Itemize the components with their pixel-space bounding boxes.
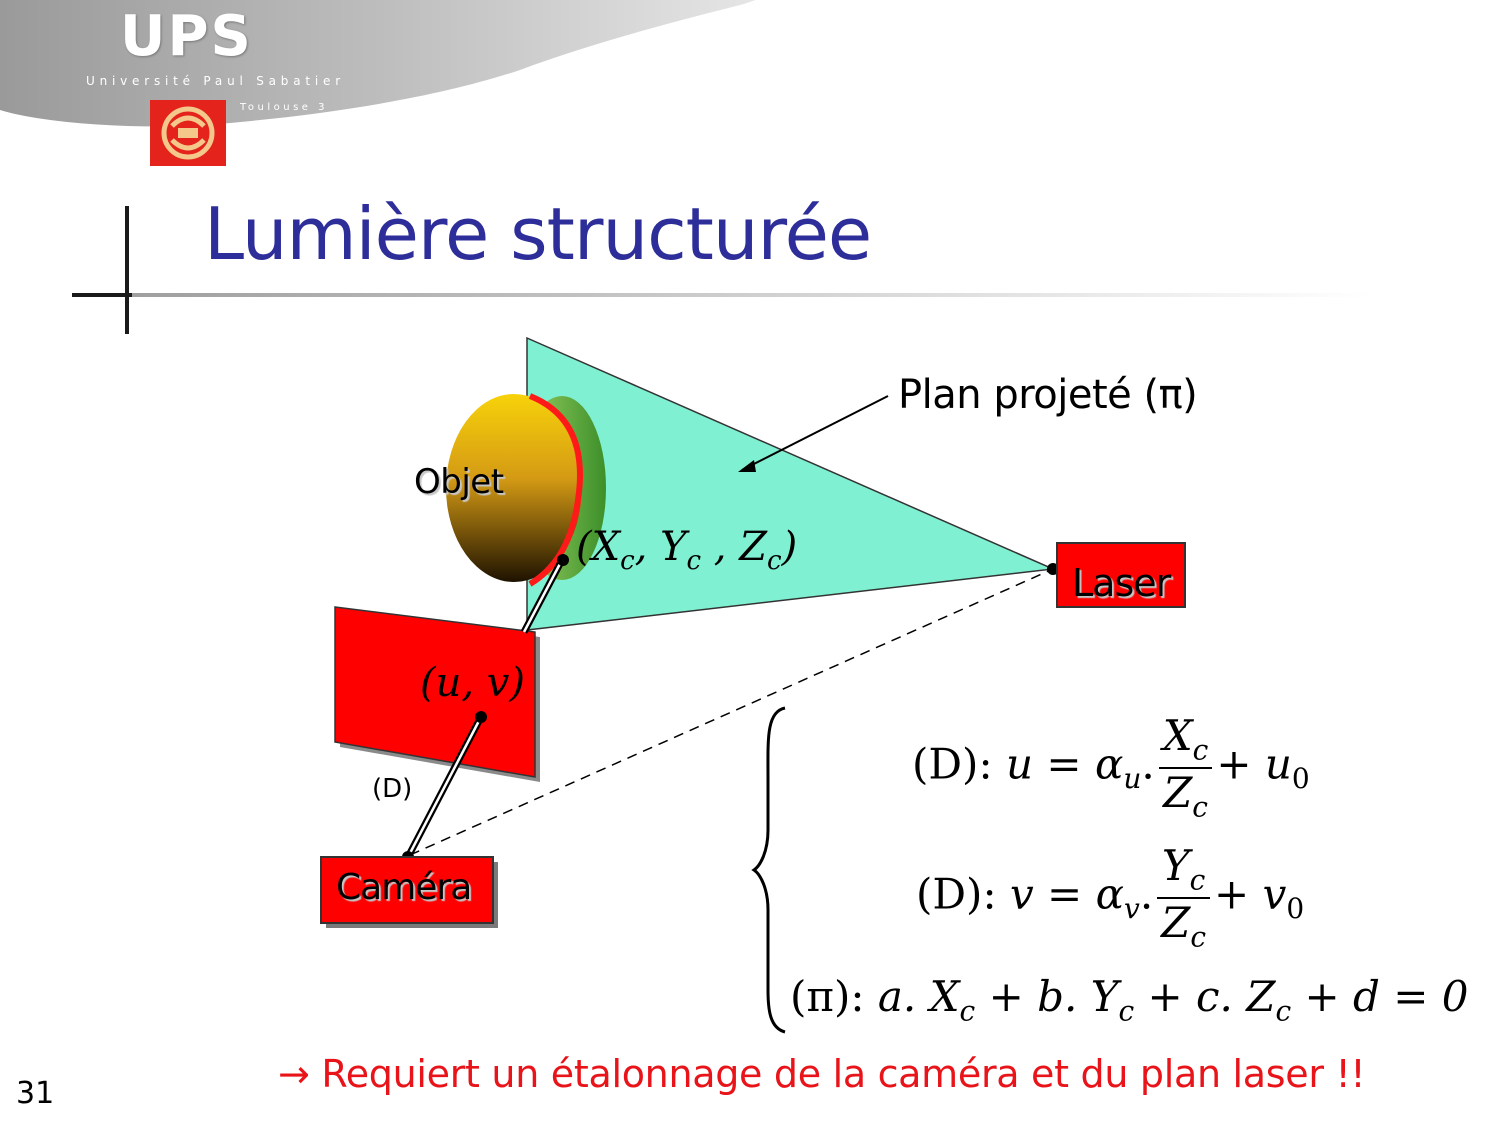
object-label: Objet <box>414 462 504 502</box>
object-lit-edge <box>528 393 583 587</box>
image-point-label: (u, v) <box>420 660 525 706</box>
camera-box <box>320 856 494 924</box>
calibration-note: → Requiert un étalonnage de la caméra et… <box>278 1052 1366 1096</box>
camera-label: Caméra <box>336 867 472 908</box>
ray-to-world-point <box>520 558 566 634</box>
page-number: 31 <box>16 1076 55 1111</box>
object-sphere <box>446 394 582 582</box>
laser-box <box>1056 542 1186 608</box>
image-plane <box>334 606 536 778</box>
university-name: Université Paul Sabatier <box>86 74 345 88</box>
image-point-dot <box>475 711 487 723</box>
title-rule-vertical <box>125 206 129 334</box>
plane-pointer-arrow <box>741 395 889 471</box>
page-title: Lumière structurée <box>204 192 872 276</box>
equation-plane: (π): a. Xc + b. Yc + c. Zc + d = 0 <box>790 972 1469 1028</box>
plane-label: Plan projeté (π) <box>898 372 1198 418</box>
title-rule-horizontal <box>72 293 1372 297</box>
university-city: Toulouse 3 <box>240 102 329 113</box>
baseline-dashed <box>409 568 1054 856</box>
world-point-label: (Xc, Yc , Zc) <box>576 524 798 576</box>
logo-wordmark: UPS <box>120 4 253 69</box>
world-point-dot <box>557 554 569 566</box>
header-graphics <box>0 0 1372 334</box>
laser-label: Laser <box>1072 561 1171 605</box>
university-seal-icon <box>150 100 226 166</box>
ray-D <box>404 715 485 859</box>
line-d-label: (D) <box>372 774 413 804</box>
header-swoosh <box>0 0 760 129</box>
system-brace <box>751 706 786 1034</box>
